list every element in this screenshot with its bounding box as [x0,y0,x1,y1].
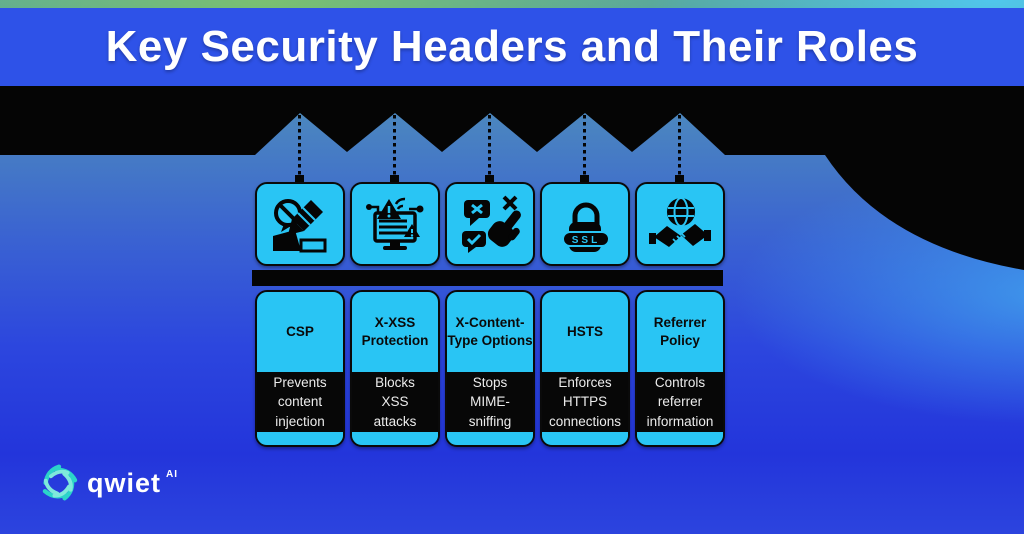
no-injection-icon [273,199,327,253]
page-title: Key Security Headers and Their Roles [105,22,919,71]
header-label: Referrer Policy [653,314,707,348]
globe-handshake-icon [649,197,711,247]
card-footer [257,432,343,444]
card-footer [542,432,628,444]
info-card-referrer-policy: Referrer Policy Controls referrer inform… [635,290,725,447]
icon-card-hsts: SSL [540,182,630,266]
brand-suffix: AI [166,469,179,480]
hanging-string [485,115,494,184]
xss-warning-icon [366,197,424,250]
header-description: Controls referrer information [637,372,723,432]
hanging-string [295,115,304,184]
header-label: CSP [286,323,314,339]
header-description: Enforces HTTPS connections [542,372,628,432]
header-description: Blocks XSS attacks [352,372,438,432]
hanging-string [675,115,684,184]
click-bubbles-icon [462,195,521,253]
header-description: Prevents content injection [257,372,343,432]
info-card-x-content-type: X-Content- Type Options Stops MIME- snif… [445,290,535,447]
header-label: X-Content- Type Options [447,314,533,348]
ssl-badge-text: SSL [572,235,600,246]
icon-card-referrer-policy [635,182,725,266]
decorative-black-band [0,86,1024,270]
info-card-hsts: HSTS Enforces HTTPS connections [540,290,630,447]
brand-logo: qwiet AI [36,460,178,506]
icon-card-csp [255,182,345,266]
brand-name: qwiet [87,467,162,498]
hanging-string [580,115,589,184]
header-label: X-XSS Protection [361,314,429,348]
card-footer [447,432,533,444]
hanging-string [390,115,399,184]
connector-bar [252,270,723,286]
info-card-x-xss: X-XSS Protection Blocks XSS attacks [350,290,440,447]
info-card-csp: CSP Prevents content injection [255,290,345,447]
header-description: Stops MIME- sniffing [447,372,533,432]
ssl-lock-icon: SSL [562,202,610,252]
header-label: HSTS [566,323,603,339]
icon-card-x-xss [350,182,440,266]
icon-card-x-content-type [445,182,535,266]
title-banner: Key Security Headers and Their Roles [0,8,1024,86]
qwiet-spiral-icon [42,464,78,501]
card-footer [637,432,723,444]
card-footer [352,432,438,444]
